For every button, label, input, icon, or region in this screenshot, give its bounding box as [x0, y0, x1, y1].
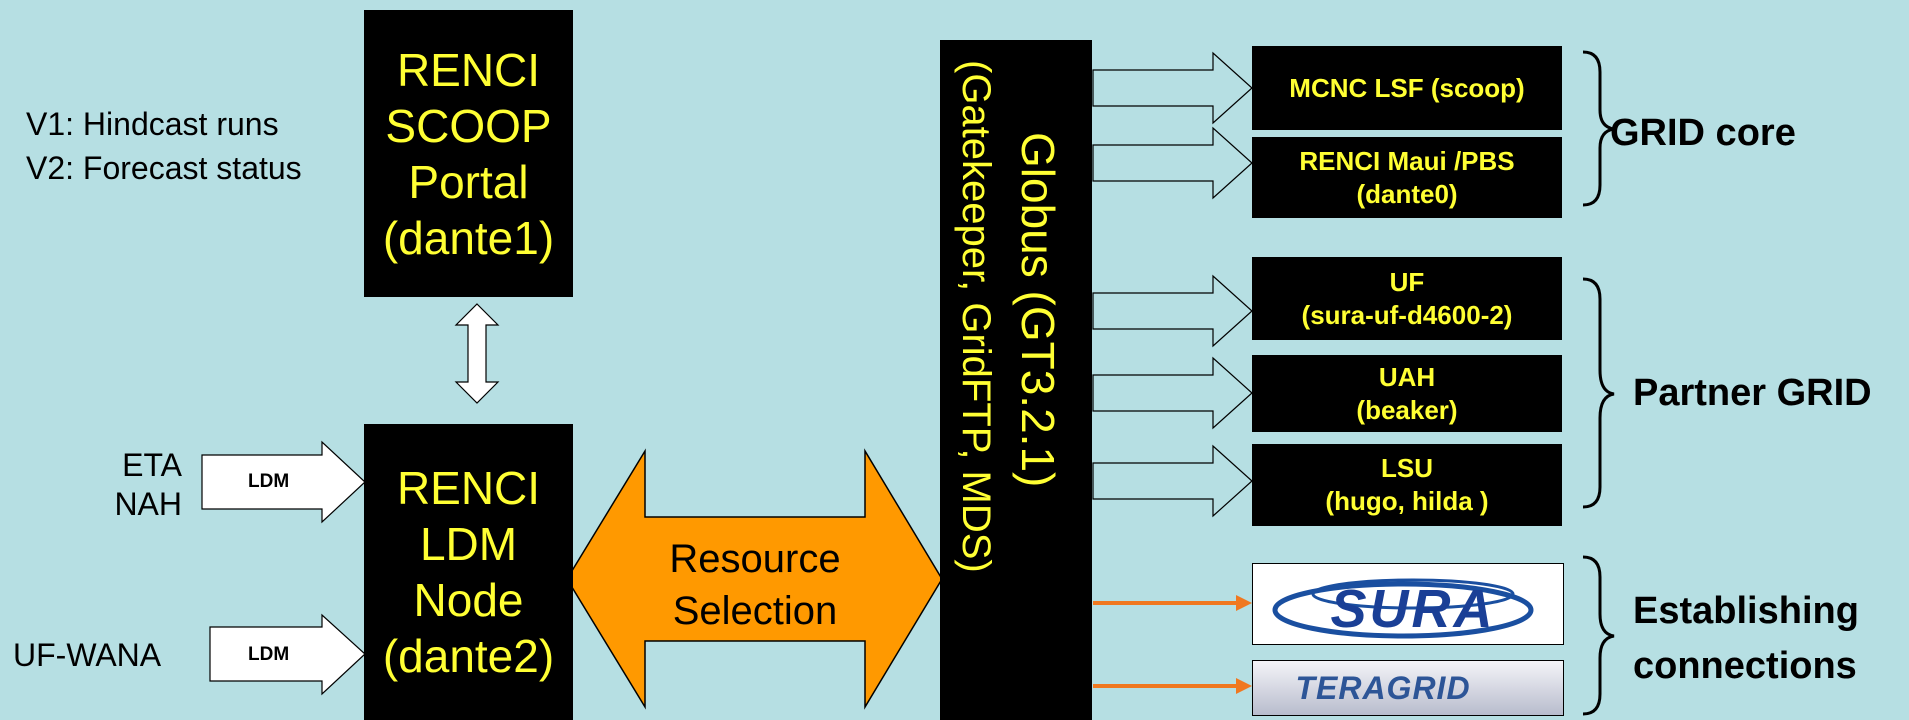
- ldm-node-line: Node: [413, 574, 524, 626]
- resource-renci-maui: RENCI Maui /PBS (dante0): [1252, 137, 1562, 218]
- ldm-node-box: RENCI LDM Node (dante2): [364, 424, 573, 720]
- ldm-label-ufwana: LDM: [248, 644, 290, 665]
- sura-wordmark: SURA: [1330, 579, 1496, 639]
- resource-line: UAH: [1378, 361, 1436, 392]
- eta-nah-label: ETA NAH: [96, 446, 182, 524]
- teragrid-logo: TERAGRID: [1252, 660, 1564, 716]
- resource-line: (sura-uf-d4600-2): [1301, 299, 1513, 330]
- scoop-portal-box: RENCI SCOOP Portal (dante1): [364, 10, 573, 297]
- resource-uf: UF (sura-uf-d4600-2): [1252, 257, 1562, 340]
- resource-selection-line: Resource: [669, 537, 841, 581]
- arrow-teragrid-head: [1236, 678, 1252, 694]
- arrow-lsu: [1092, 444, 1253, 518]
- ufwana-ldm-arrow: [209, 613, 366, 696]
- resource-line: (dante0): [1356, 178, 1458, 209]
- portal-line: (dante1): [382, 211, 555, 264]
- resource-mcnc-lsf: MCNC LSF (scoop): [1252, 46, 1562, 130]
- ldm-node-line: (dante2): [382, 630, 555, 682]
- resource-line: RENCI Maui /PBS: [1299, 145, 1515, 176]
- versions-text: V1: Hindcast runs V2: Forecast status: [26, 102, 302, 190]
- resource-line: (hugo, hilda ): [1325, 486, 1489, 516]
- portal-line: RENCI: [396, 43, 541, 96]
- resource-selection-label: Resource Selection: [645, 533, 865, 637]
- ldm-node-line: LDM: [419, 518, 518, 570]
- resource-lsu: LSU (hugo, hilda ): [1252, 444, 1562, 526]
- resource-line: (beaker): [1356, 394, 1458, 425]
- brace-establishing: [1582, 555, 1615, 716]
- sura-logo: SURA: [1252, 563, 1564, 645]
- resource-selection-line: Selection: [672, 589, 838, 633]
- arrow-uah: [1092, 356, 1253, 430]
- resource-line: UF: [1389, 266, 1425, 297]
- arrow-sura-head: [1236, 595, 1252, 611]
- group-establishing-line: Establishing: [1633, 590, 1859, 632]
- resource-uah: UAH (beaker): [1252, 355, 1562, 432]
- brace-partner-grid: [1582, 277, 1615, 509]
- globus-subtitle: (Gatekeeper, GridFTP, MDS): [954, 60, 998, 573]
- portal-line: SCOOP: [385, 99, 552, 152]
- portal-line: Portal: [408, 155, 529, 208]
- resource-line: LSU: [1381, 453, 1433, 483]
- uf-wana-label: UF-WANA: [13, 637, 162, 673]
- teragrid-wordmark: TERAGRID: [1295, 670, 1471, 706]
- eta-ldm-arrow: [201, 440, 366, 524]
- group-partner-grid: Partner GRID: [1633, 372, 1872, 414]
- globus-box: Globus (GT3.2.1) (Gatekeeper, GridFTP, M…: [940, 40, 1092, 720]
- group-grid-core: GRID core: [1610, 112, 1796, 154]
- globus-title: Globus (GT3.2.1): [1012, 132, 1064, 488]
- arrow-uf: [1092, 274, 1253, 348]
- group-establishing: Establishing connections: [1633, 584, 1859, 694]
- brace-grid-core: [1582, 50, 1615, 207]
- ldm-label-eta: LDM: [248, 471, 290, 492]
- eta-label: ETA: [122, 447, 182, 483]
- arrow-mcnc: [1092, 51, 1253, 125]
- resource-line: MCNC LSF (scoop): [1289, 72, 1525, 103]
- arrow-renci-maui: [1092, 126, 1253, 200]
- version-v1: V1: Hindcast runs: [26, 106, 279, 142]
- ldm-node-line: RENCI: [396, 462, 541, 514]
- portal-ldm-double-arrow: [454, 303, 500, 404]
- version-v2: V2: Forecast status: [26, 150, 302, 186]
- nah-label: NAH: [114, 486, 182, 522]
- group-establishing-line: connections: [1633, 645, 1857, 687]
- sura-swoosh-icon: [1272, 578, 1534, 639]
